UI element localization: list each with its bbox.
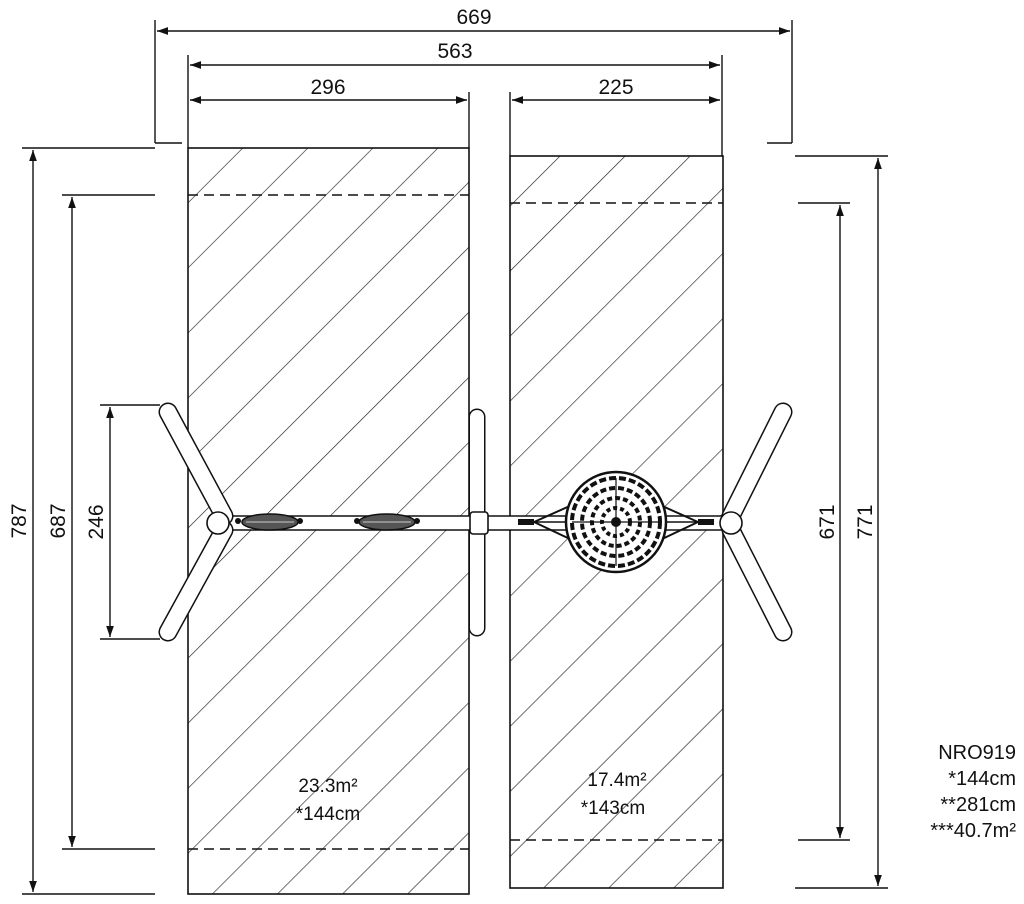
hanger-dot <box>354 518 360 524</box>
total-area-note: ***40.7m² <box>930 820 1016 842</box>
model-notes: NRO919 *144cm **281cm ***40.7m² <box>930 740 1016 844</box>
hanger-dot <box>235 518 241 524</box>
left-a-frame-leg-lower <box>158 520 234 642</box>
left-zone-width-label: 296 <box>310 76 345 99</box>
left-zone-area: 23.3m² <box>298 776 357 797</box>
dimension-frame-width <box>100 404 160 640</box>
dimension-right-zone-width <box>509 92 720 156</box>
right-a-frame-leg-upper <box>721 402 793 526</box>
right-zone-width-label: 225 <box>598 76 633 99</box>
right-zone-height: *143cm <box>581 798 645 819</box>
right-a-frame-leg-lower <box>721 520 793 642</box>
right-end-cap <box>719 511 743 535</box>
dimension-inner-length-right <box>798 202 850 841</box>
hanger-dot <box>297 518 303 524</box>
frame-width-label: 246 <box>85 504 108 539</box>
dimension-overall-length-left <box>22 147 155 895</box>
model-number: NRO919 <box>938 742 1016 764</box>
overall-width-label: 669 <box>456 6 491 29</box>
dimension-inner-width <box>187 55 723 156</box>
free-height-note: *144cm <box>948 768 1016 790</box>
inner-length-right-label: 671 <box>816 504 839 539</box>
flat-seat-1 <box>241 513 299 531</box>
nest-swing <box>518 470 714 574</box>
left-a-frame-leg-upper <box>158 402 234 526</box>
total-height-note: **281cm <box>940 794 1016 816</box>
left-end-cap <box>206 511 230 535</box>
flat-seat-2 <box>358 513 416 531</box>
dimension-inner-length-left <box>62 194 155 850</box>
inner-width-label: 563 <box>437 40 472 63</box>
overall-length-right-label: 771 <box>854 504 877 539</box>
dimension-overall-width <box>154 20 793 144</box>
swing-frame <box>158 402 793 642</box>
dimension-overall-length-right <box>795 155 888 889</box>
dimension-left-zone-width <box>190 92 470 148</box>
left-zone-height: *144cm <box>296 804 360 825</box>
hanger-dot <box>414 518 420 524</box>
overall-length-left-label: 787 <box>8 503 31 538</box>
inner-length-left-label: 687 <box>47 503 70 538</box>
right-zone-area: 17.4m² <box>587 770 646 791</box>
middle-joint <box>469 511 489 535</box>
